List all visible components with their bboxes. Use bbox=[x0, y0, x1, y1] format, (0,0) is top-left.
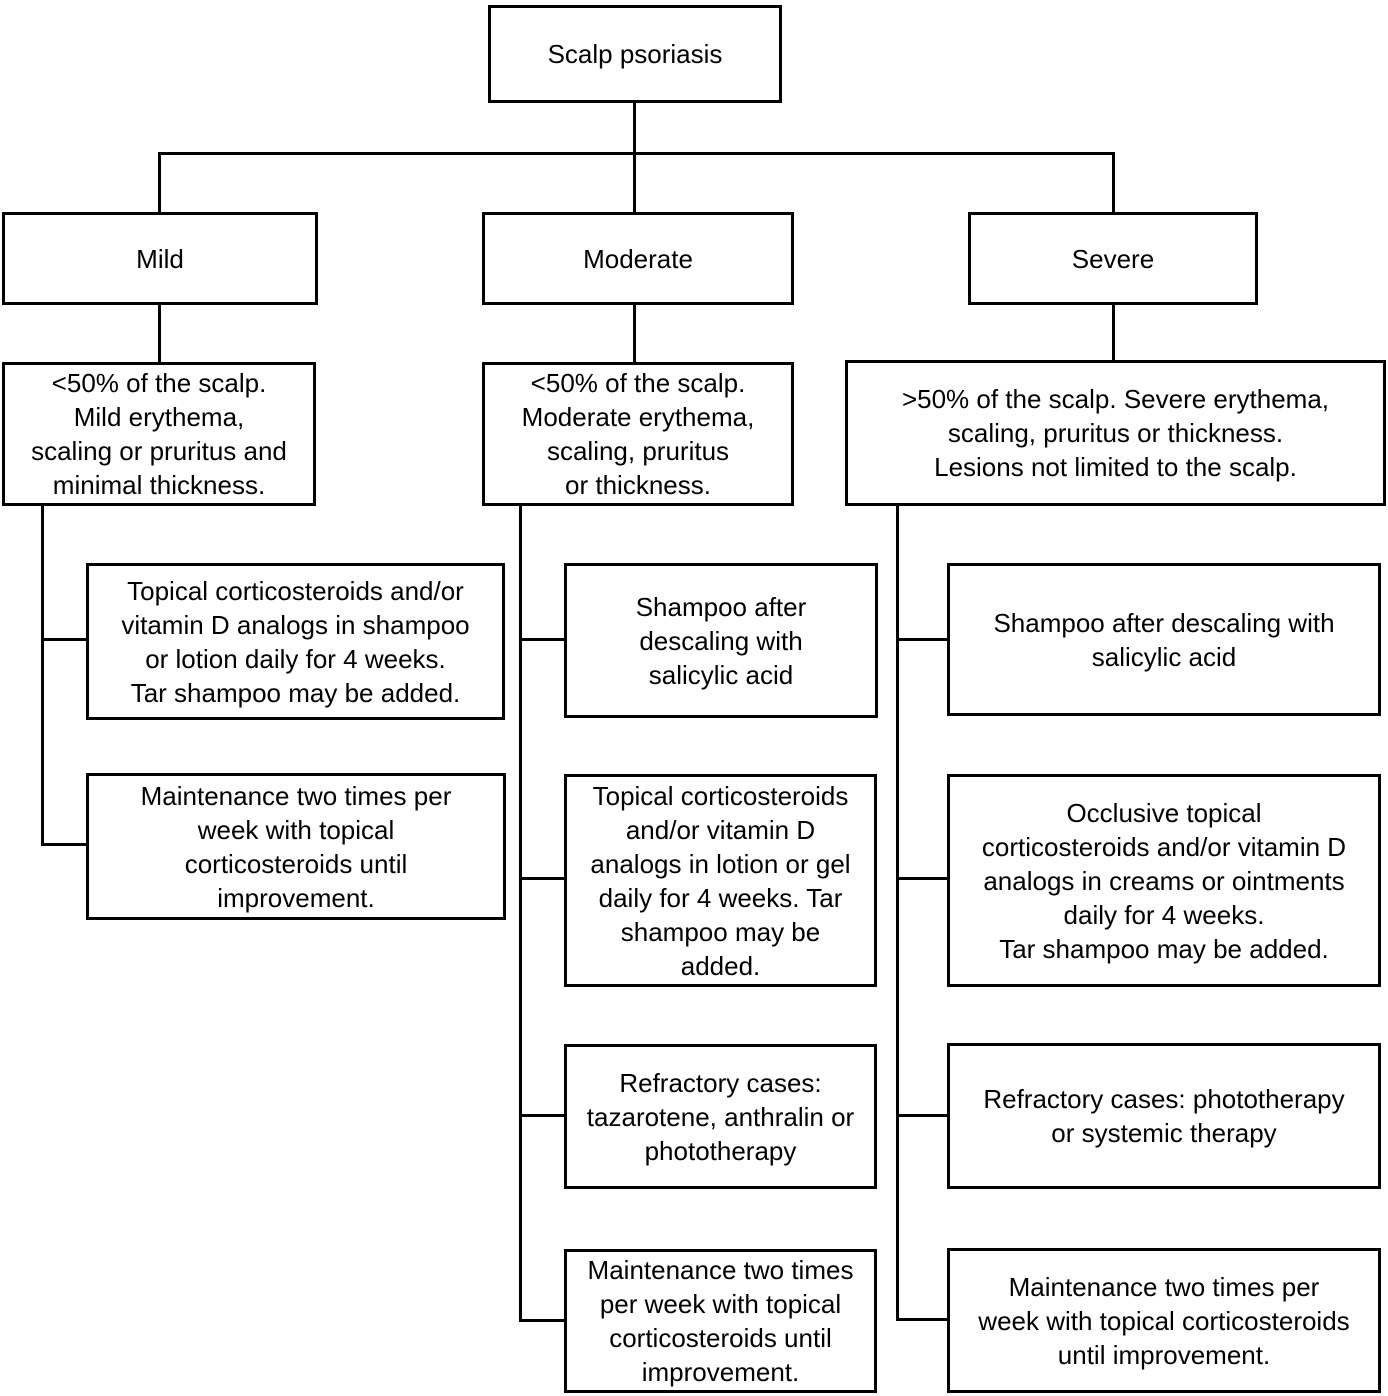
severity-node-moderate: Moderate bbox=[482, 212, 794, 305]
connector-severe-stub-2 bbox=[896, 877, 949, 880]
treatment-node-moderate-2: Topical corticosteroids and/or vitamin D… bbox=[564, 774, 877, 987]
connector-moderate-stub-1 bbox=[519, 638, 566, 641]
connector-root-stem bbox=[633, 103, 636, 154]
connector-mild-stub-1 bbox=[41, 638, 88, 641]
severity-node-mild: Mild bbox=[2, 212, 318, 305]
treatment-node-mild-1: Topical corticosteroids and/or vitamin D… bbox=[86, 563, 505, 720]
description-node-mild: <50% of the scalp. Mild erythema, scalin… bbox=[2, 362, 316, 506]
connector-mild-trunk bbox=[41, 505, 44, 846]
connector-crossbar bbox=[158, 152, 1115, 155]
connector-severe-to-description bbox=[1112, 305, 1115, 362]
connector-severe-stub-1 bbox=[896, 638, 949, 641]
connector-drop-mild bbox=[158, 152, 161, 214]
connector-drop-severe bbox=[1112, 152, 1115, 214]
connector-severe-stub-3 bbox=[896, 1114, 949, 1117]
connector-severe-trunk bbox=[896, 505, 899, 1321]
connector-moderate-to-description bbox=[633, 305, 636, 363]
connector-moderate-stub-3 bbox=[519, 1114, 566, 1117]
connector-mild-stub-2 bbox=[41, 843, 88, 846]
root-node-scalp-psoriasis: Scalp psoriasis bbox=[488, 5, 782, 103]
connector-mild-to-description bbox=[158, 305, 161, 363]
treatment-node-severe-2: Occlusive topical corticosteroids and/or… bbox=[947, 774, 1381, 987]
treatment-node-severe-1: Shampoo after descaling with salicylic a… bbox=[947, 563, 1381, 716]
connector-moderate-stub-2 bbox=[519, 877, 566, 880]
connector-severe-stub-4 bbox=[896, 1318, 949, 1321]
treatment-node-severe-4: Maintenance two times per week with topi… bbox=[947, 1248, 1381, 1393]
connector-drop-moderate bbox=[633, 152, 636, 214]
connector-moderate-trunk bbox=[519, 505, 522, 1322]
description-node-severe: >50% of the scalp. Severe erythema, scal… bbox=[845, 360, 1386, 506]
treatment-node-severe-3: Refractory cases: phototherapy or system… bbox=[947, 1043, 1381, 1189]
treatment-node-moderate-3: Refractory cases: tazarotene, anthralin … bbox=[564, 1044, 877, 1189]
connector-moderate-stub-4 bbox=[519, 1319, 566, 1322]
treatment-node-moderate-1: Shampoo after descaling with salicylic a… bbox=[564, 563, 878, 718]
treatment-node-moderate-4: Maintenance two times per week with topi… bbox=[564, 1249, 877, 1393]
treatment-node-mild-2: Maintenance two times per week with topi… bbox=[86, 773, 506, 920]
description-node-moderate: <50% of the scalp. Moderate erythema, sc… bbox=[482, 362, 794, 506]
severity-node-severe: Severe bbox=[968, 212, 1258, 305]
